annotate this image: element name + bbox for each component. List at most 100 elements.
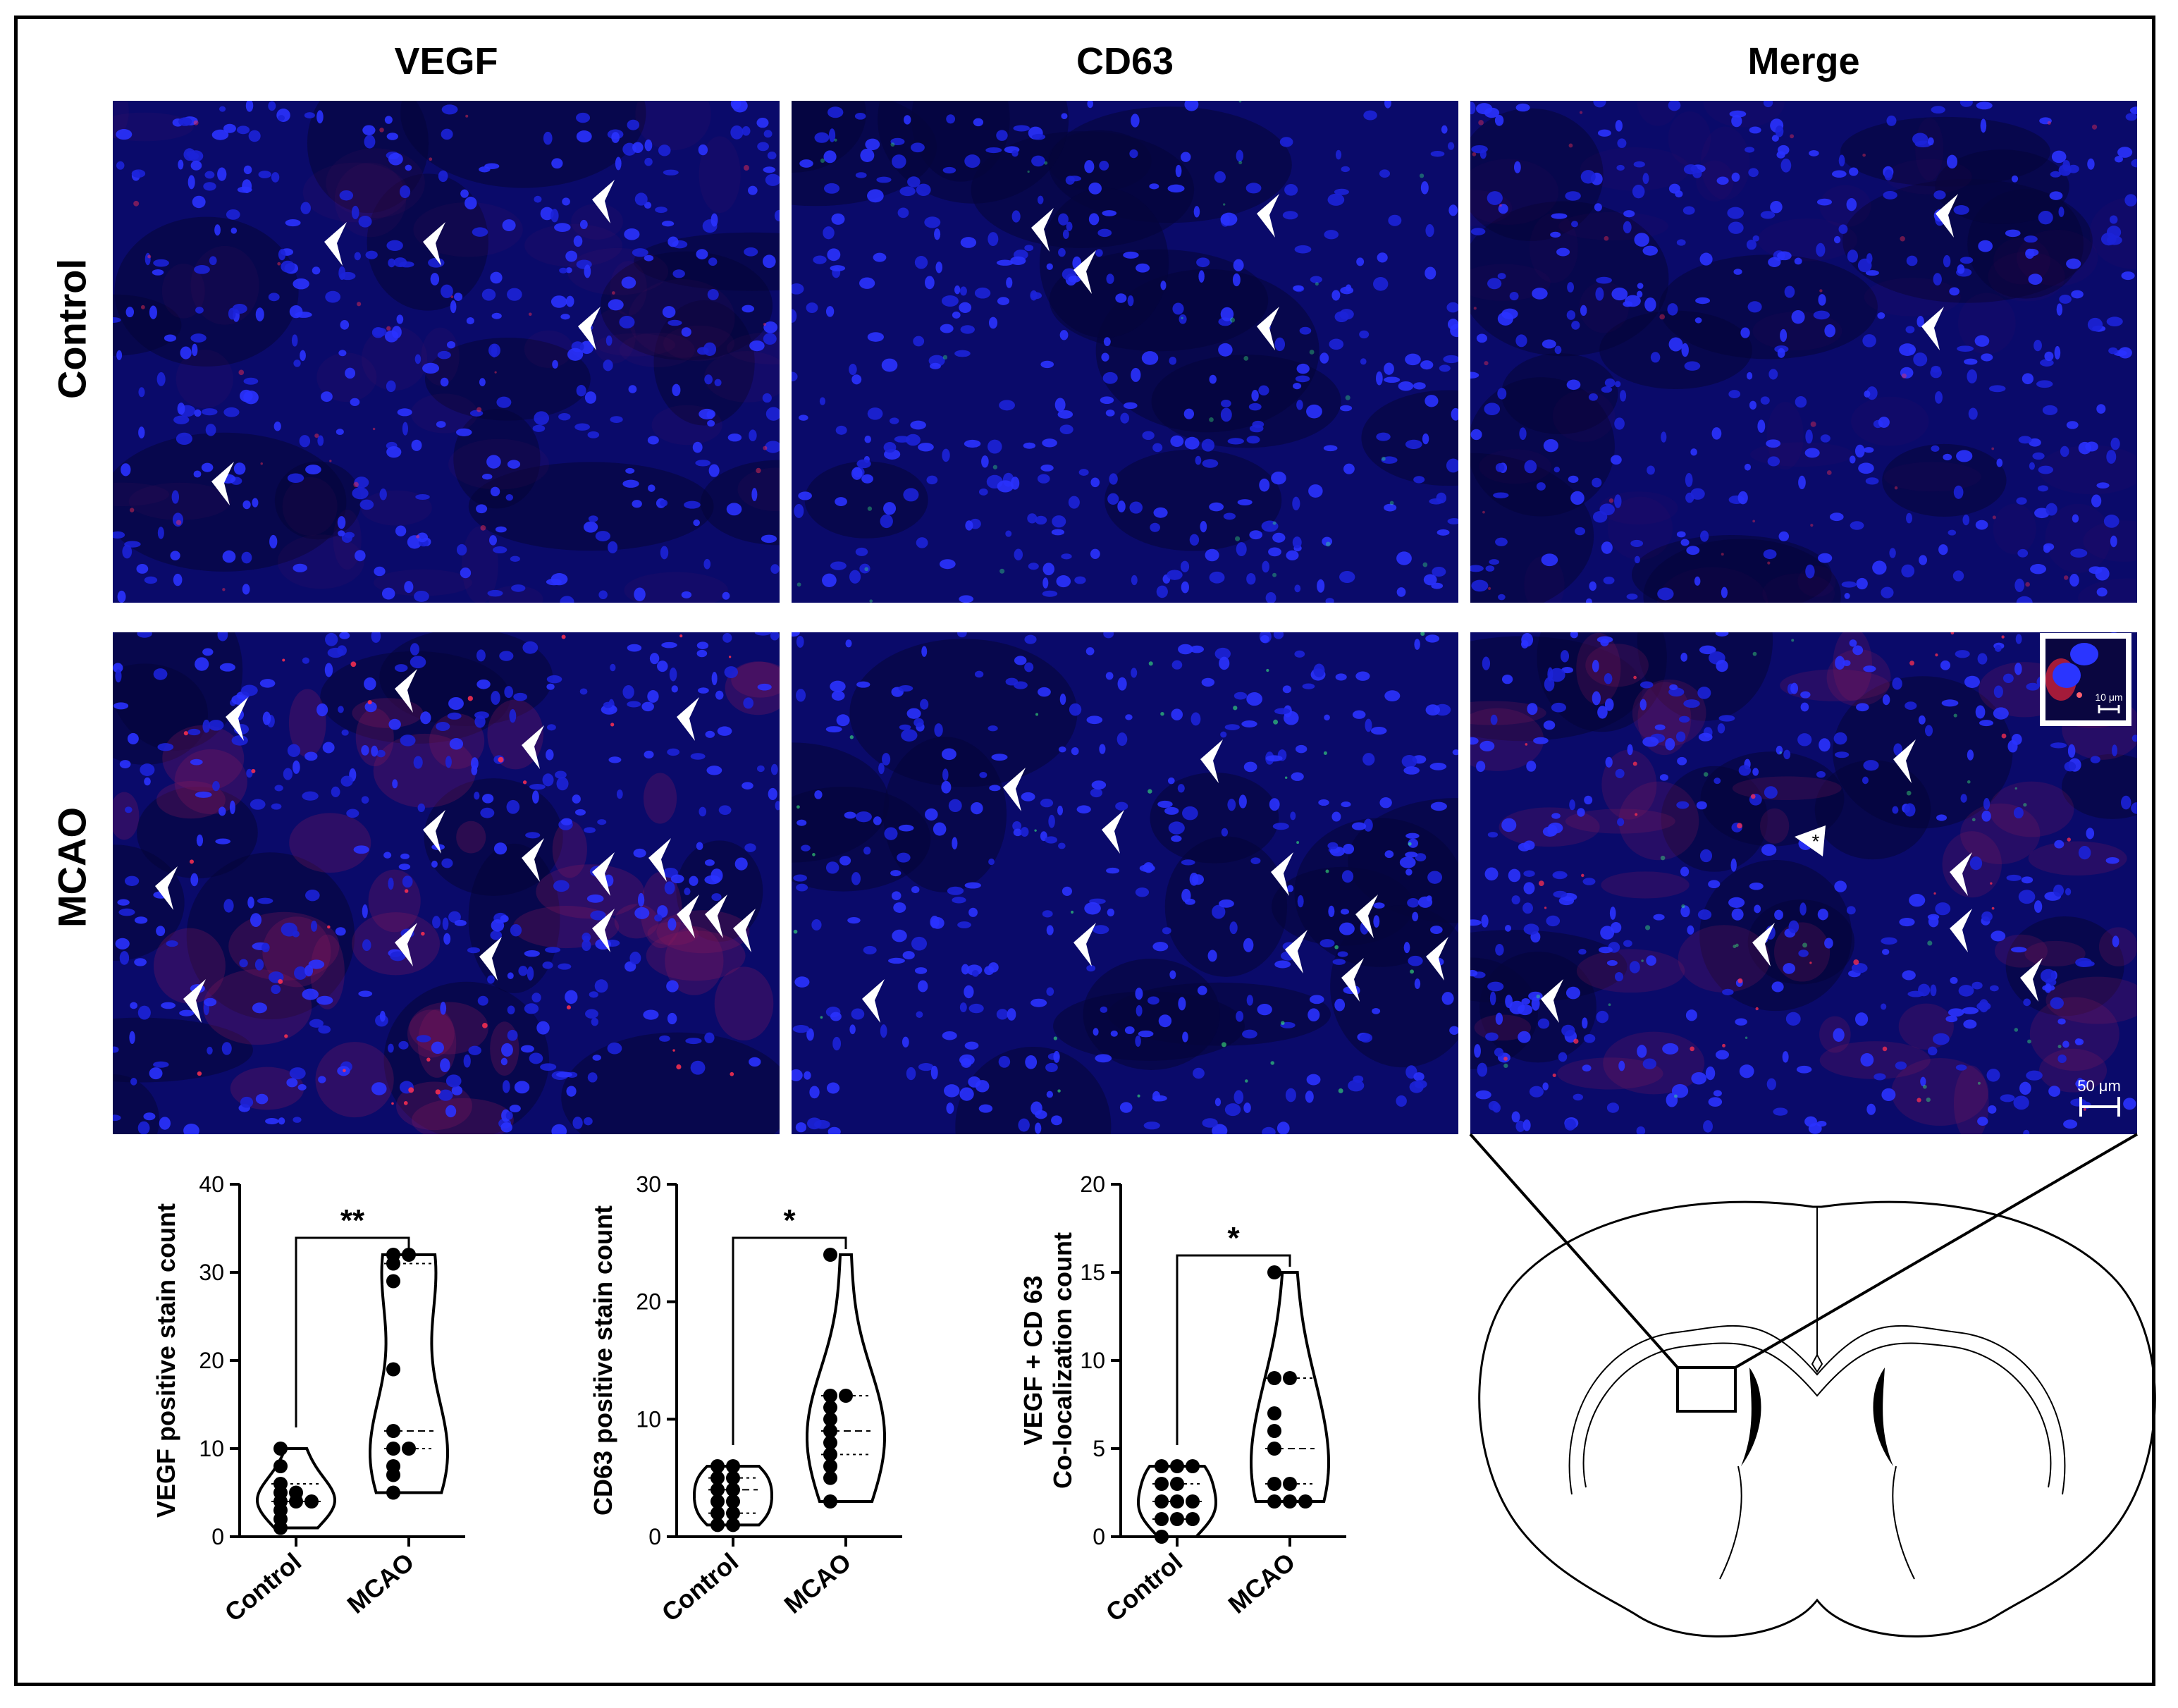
data-point [726,1518,740,1532]
data-point [273,1477,288,1491]
violin-mcao [368,1253,450,1494]
arrowhead-2 [1752,923,1775,966]
data-point [1170,1459,1184,1473]
inset-image: 10 μm [2040,633,2131,726]
data-point [823,1494,837,1509]
column-title-merge: Merge [1747,40,1860,82]
y-tick-label: 0 [211,1524,224,1549]
micrograph-control-merge [1470,101,2137,603]
y-axis-label: VEGF positive stain count [152,1203,180,1518]
arrowhead-14 [733,909,756,952]
micrograph-mcao-cd63 [792,632,1458,1134]
arrowhead-9 [862,979,885,1023]
data-point [289,1485,303,1500]
arrowhead-6 [592,852,615,896]
y-axis-label: Co-localization count [1048,1232,1077,1489]
significance-bracket [295,1236,410,1427]
violin-mcao [1249,1271,1331,1503]
data-point [710,1494,725,1509]
inset-scale-label: 10 μm [2095,692,2122,703]
y-tick-label: 10 [199,1436,224,1461]
arrowhead-3 [1257,307,1279,350]
data-point [1155,1494,1169,1509]
svg-text:*: * [1812,830,1820,852]
data-point [386,1362,400,1377]
significance-label: * [783,1203,796,1238]
y-tick-label: 40 [199,1172,224,1197]
data-point [1186,1494,1200,1509]
data-point [386,1424,400,1438]
arrowhead-6 [1285,930,1308,973]
x-tick-label: MCAO [342,1547,420,1619]
arrowhead-1 [423,222,445,266]
arrowhead-1 [1073,250,1096,294]
y-tick-label: 10 [636,1406,661,1432]
arrowhead-3 [1950,909,1972,952]
x-tick-label: Control [219,1547,307,1628]
data-point [710,1459,725,1473]
arrowhead-4 [1355,895,1378,938]
significance-label: * [1227,1221,1240,1255]
data-point [1186,1512,1200,1526]
data-point [1283,1371,1297,1385]
x-tick-label: MCAO [1223,1547,1301,1619]
data-point [1267,1424,1281,1438]
data-point [402,1248,416,1262]
arrowhead-1 [395,669,417,713]
x-tick-label: Control [1100,1547,1188,1628]
data-point [1267,1371,1281,1385]
data-point [1155,1459,1169,1473]
micrograph-control-cd63 [792,101,1458,603]
arrowhead-7 [648,838,671,882]
data-point [386,1459,400,1473]
data-point [726,1482,740,1497]
data-point [823,1459,837,1473]
y-tick-label: 10 [1080,1348,1105,1373]
arrowhead-3 [578,307,601,350]
arrowhead-10 [395,923,417,966]
y-tick-label: 5 [1093,1436,1105,1461]
arrowhead-2 [592,180,615,223]
column-title-vegf: VEGF [394,40,498,82]
arrowhead-1 [1921,307,1944,350]
data-point [726,1470,740,1485]
scale-bar-tick-left [2079,1097,2082,1117]
data-point [710,1506,725,1520]
x-tick-label: MCAO [779,1547,857,1619]
data-point [1267,1442,1281,1456]
row-label-control: Control [49,258,94,400]
x-tick-label: Control [656,1547,744,1628]
arrowhead-8 [705,895,727,938]
data-point [1186,1459,1200,1473]
arrowhead-12 [592,909,615,952]
data-point [273,1442,288,1456]
data-point [1155,1530,1169,1544]
data-point [402,1442,416,1456]
scale-bar-label: 50 μm [2077,1077,2121,1095]
data-point [386,1274,400,1289]
violin-mcao [805,1253,887,1503]
micrograph-mcao-vegf [113,632,780,1134]
data-point [1155,1477,1169,1491]
significance-label: ** [340,1203,365,1238]
arrowhead-5 [522,838,544,882]
arrowhead-11 [479,937,502,981]
arrowhead-5 [1541,979,1563,1023]
y-tick-label: 0 [648,1524,661,1549]
arrowhead-8 [1426,937,1448,981]
data-point [1170,1477,1184,1491]
arrowhead-0 [226,697,248,741]
data-point [823,1435,837,1450]
arrowhead-2 [1257,194,1279,238]
figure-frame [14,16,2155,1686]
arrowhead-0 [1936,194,1958,238]
micrograph-mcao-merge: * [1470,632,2137,1134]
data-point [1267,1406,1281,1420]
arrowhead-0 [324,222,347,266]
data-point [726,1494,740,1509]
y-tick-label: 20 [199,1348,224,1373]
micrograph-control-vegf [113,101,780,603]
column-title-cd63: CD63 [1076,40,1174,82]
scale-bar [2079,1105,2120,1108]
